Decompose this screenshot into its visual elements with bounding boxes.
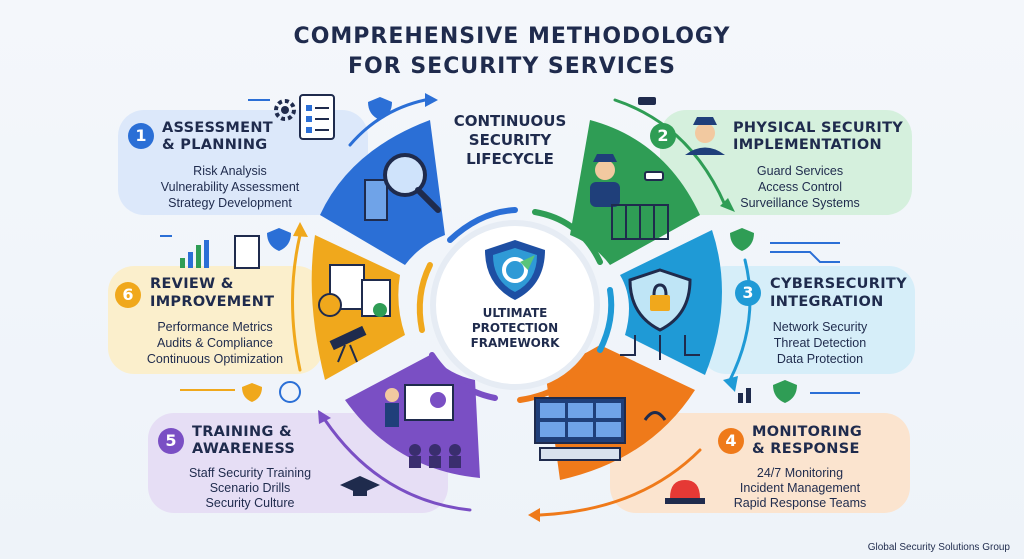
center-line-2: PROTECTION (471, 321, 559, 335)
step-4-item-2: Incident Management (739, 481, 861, 495)
step-5-number: 5 (158, 428, 184, 454)
outer-arrowheads (293, 93, 738, 522)
step-1-title-line-2: & PLANNING (162, 137, 268, 153)
page-title-line-2: FOR SECURITY SERVICES (348, 54, 676, 79)
step-4-title-line-2: & RESPONSE (752, 441, 860, 457)
inner-arrows (416, 207, 615, 403)
center-circle (430, 220, 600, 390)
shield-lock-icon (628, 268, 692, 332)
step-2-item-3: Surveillance Systems (740, 196, 860, 210)
inner-arrow-purple (429, 352, 498, 401)
checklist-icon (299, 94, 335, 140)
outer-arrow-purple (323, 418, 472, 512)
lifecycle-label: CONTINUOUS SECURITY LIFECYCLE (435, 112, 585, 169)
inner-arrow-yellow (416, 262, 433, 333)
inner-arrow-orange (517, 367, 588, 403)
inner-arrow-green (532, 209, 603, 265)
center-line-3: FRAMEWORK (470, 336, 560, 350)
outer-arrow-green (613, 98, 727, 207)
step-3-item-3: Data Protection (776, 352, 864, 366)
gear-icon (274, 99, 296, 121)
outer-arrows (291, 98, 752, 517)
step-3-number: 3 (735, 280, 761, 306)
telescope-icon (329, 325, 367, 363)
center-line-1: ULTIMATE (482, 306, 548, 320)
step-3-card (700, 266, 915, 374)
step-4-title-line-1: MONITORING (752, 424, 863, 440)
shield-small-icon (738, 380, 797, 403)
step-6-item-1: Performance Metrics (157, 320, 273, 334)
page-title-line-1: COMPREHENSIVE METHODOLOGY (293, 24, 731, 49)
magnifier-building-icon (364, 153, 441, 221)
footer-credit: Global Security Solutions Group (867, 542, 1010, 553)
step-3-title-line-2: INTEGRATION (770, 294, 884, 310)
step-4-item-3: Rapid Response Teams (733, 496, 867, 510)
audience-icon (409, 444, 461, 468)
step-4-number: 4 (718, 428, 744, 454)
step-1-number: 1 (128, 123, 154, 149)
circuit-icon (620, 335, 700, 360)
step-2-item-1: Guard Services (756, 164, 844, 178)
decor-icons-right (770, 242, 860, 394)
step-6-card (108, 266, 323, 374)
step-1-item-2: Vulnerability Assessment (160, 180, 300, 194)
shield-logo-icon (485, 240, 545, 300)
outer-arrow-cyan (728, 258, 752, 382)
alarm-light-icon (665, 480, 705, 504)
step-4-item-1: 24/7 Monitoring (756, 466, 844, 480)
inner-arrow-cyan (597, 287, 615, 353)
step-6-item-2: Audits & Compliance (156, 336, 274, 350)
step-1-item-1: Risk Analysis (193, 164, 267, 178)
bar-chart-icon (180, 228, 291, 269)
gate-icon (611, 204, 669, 240)
step-3-item-1: Network Security (772, 320, 868, 334)
step-1-title-line-1: ASSESSMENT (162, 120, 273, 136)
step-5-item-1: Staff Security Training (188, 466, 312, 480)
step-2-item-2: Access Control (757, 180, 843, 194)
graduation-cap-icon (340, 476, 380, 496)
lifecycle-line-1: CONTINUOUS (453, 112, 567, 130)
outer-arrow-yellow (291, 233, 302, 372)
step-5-title-line-1: TRAINING & (192, 424, 292, 440)
center-label: ULTIMATE PROTECTION FRAMEWORK (455, 306, 575, 351)
decor-icons-left (160, 99, 301, 403)
presenter-icon (385, 384, 454, 427)
control-room-icon (534, 397, 626, 461)
step-3-item-2: Threat Detection (773, 336, 867, 350)
headset-icon (643, 411, 667, 421)
lifecycle-line-2: SECURITY (468, 131, 552, 149)
outer-arrow-orange (538, 448, 702, 517)
shield-icon (368, 97, 392, 120)
step-6-title-line-2: IMPROVEMENT (150, 294, 275, 310)
step-6-title-line-1: REVIEW & (150, 276, 234, 292)
step-2-title-line-2: IMPLEMENTATION (733, 137, 882, 153)
inner-arrow-blue (447, 207, 518, 243)
step-5-item-2: Scenario Drills (209, 481, 291, 495)
lifecycle-line-3: LIFECYCLE (466, 150, 554, 168)
step-2-number: 2 (650, 123, 676, 149)
step-2-title-line-1: PHYSICAL SECURITY (733, 120, 904, 136)
report-chart-icon (318, 264, 391, 317)
step-5-item-3: Security Culture (205, 496, 295, 510)
step-6-number: 6 (115, 282, 141, 308)
shield-check-icon (730, 228, 754, 251)
step-6-item-3: Continuous Optimization (146, 352, 284, 366)
step-1-item-3: Strategy Development (168, 196, 292, 210)
cctv-camera-icon (638, 97, 664, 181)
step-3-title-line-1: CYBERSECURITY (770, 276, 907, 292)
step-5-title-line-2: AWARENESS (192, 441, 296, 457)
security-guard-icon (590, 117, 725, 207)
